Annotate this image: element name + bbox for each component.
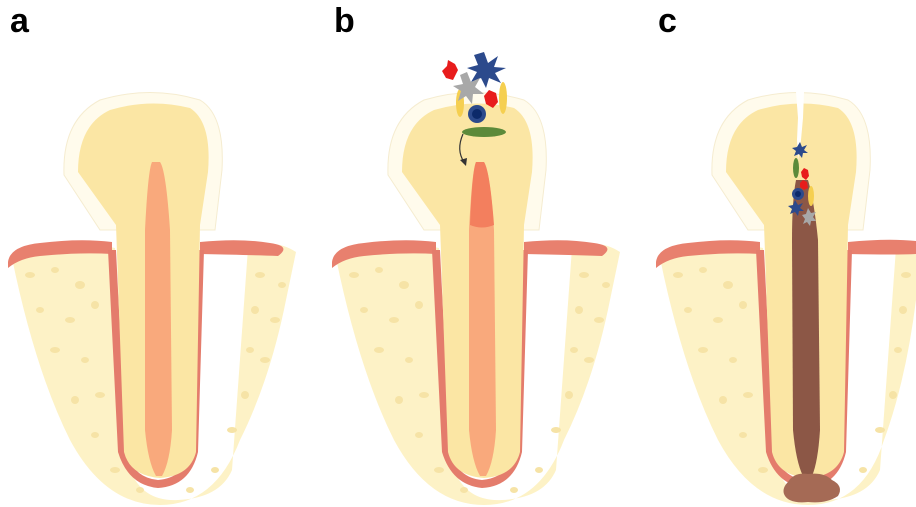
green-cell (793, 158, 799, 178)
gum-right (524, 240, 607, 256)
panel-label: b (334, 4, 355, 38)
gum-right (200, 240, 283, 256)
immune-cell-nucleus (795, 191, 801, 197)
panel-a: a (0, 0, 305, 507)
panel-label: c (658, 4, 677, 38)
panel-label: a (10, 4, 29, 38)
immune-cell-nucleus (472, 109, 482, 119)
pulp (145, 162, 172, 476)
yellow-cell-right (499, 82, 507, 114)
panel-c: c (648, 0, 916, 507)
yellow-cell (808, 186, 814, 206)
green-cell (462, 127, 506, 137)
healthy-tooth-illustration (0, 0, 305, 507)
panel-b: b (324, 0, 629, 507)
necrotic-tooth-illustration (648, 0, 916, 507)
red-bacteria-icon (442, 60, 458, 80)
necrotic-pulp (792, 180, 820, 476)
gum-right (848, 240, 916, 255)
inflamed-tooth-illustration (324, 0, 629, 507)
